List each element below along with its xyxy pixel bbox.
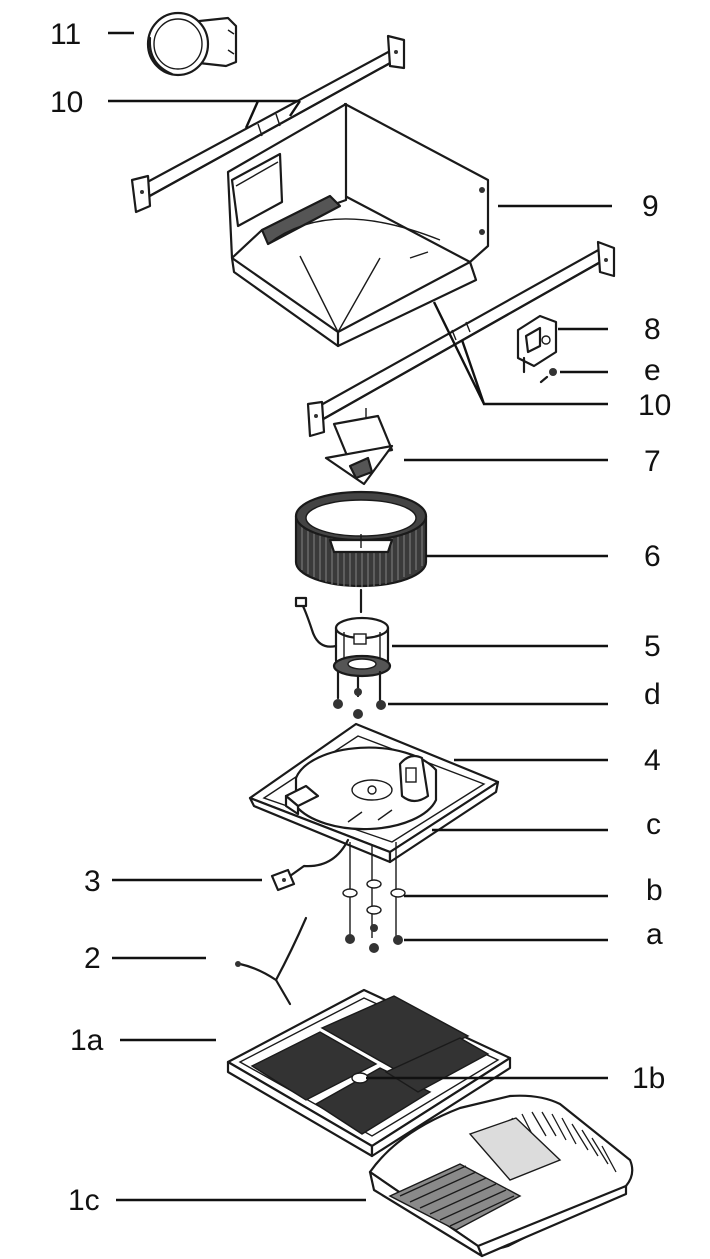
- label-2: 2: [84, 942, 101, 975]
- part-7-damper-plate: [324, 408, 394, 486]
- part-11-duct-connector: [146, 11, 238, 77]
- label-4: 4: [644, 744, 661, 777]
- part-1b-light-lens: [351, 1072, 369, 1084]
- part-6-blower-wheel: [294, 490, 428, 588]
- part-9-housing: [226, 102, 490, 348]
- label-1a: 1a: [70, 1024, 104, 1057]
- label-6: 6: [644, 540, 661, 573]
- label-b: b: [646, 874, 663, 907]
- part-5-motor: [294, 588, 392, 678]
- label-1b: 1b: [632, 1062, 665, 1095]
- label-8: 8: [644, 313, 661, 346]
- label-11: 11: [50, 18, 81, 51]
- label-a: a: [646, 918, 663, 951]
- leader-lines: [108, 31, 612, 1202]
- part-d-motor-nuts: [333, 670, 386, 719]
- part-10-bottom-mounting-bar: [306, 240, 616, 438]
- label-e: e: [644, 354, 661, 387]
- part-1a-grille: [226, 988, 512, 1158]
- label-d: d: [644, 678, 661, 711]
- label-10-top: 10: [50, 86, 83, 119]
- part-1c-heater-grille: [368, 1094, 634, 1258]
- label-9: 9: [642, 190, 659, 223]
- fasteners-abc: [342, 842, 406, 953]
- label-7: 7: [644, 445, 661, 478]
- part-8-bracket: [516, 314, 558, 374]
- label-c: c: [646, 808, 661, 841]
- part-e-screw: [539, 368, 557, 384]
- label-1c: 1c: [68, 1184, 100, 1217]
- part-10-top-mounting-bar: [130, 34, 406, 214]
- part-4-motor-plate: [248, 722, 500, 864]
- part-3-connector: [270, 838, 350, 892]
- label-3: 3: [84, 865, 101, 898]
- part-2-grille-springs: [235, 916, 308, 1006]
- label-5: 5: [644, 630, 661, 663]
- label-10-bottom: 10: [638, 389, 671, 422]
- callout-labels: 11 10 9 8 e 10 7 6 5 d 4 c 3 b a 2 1a 1b…: [50, 18, 671, 1217]
